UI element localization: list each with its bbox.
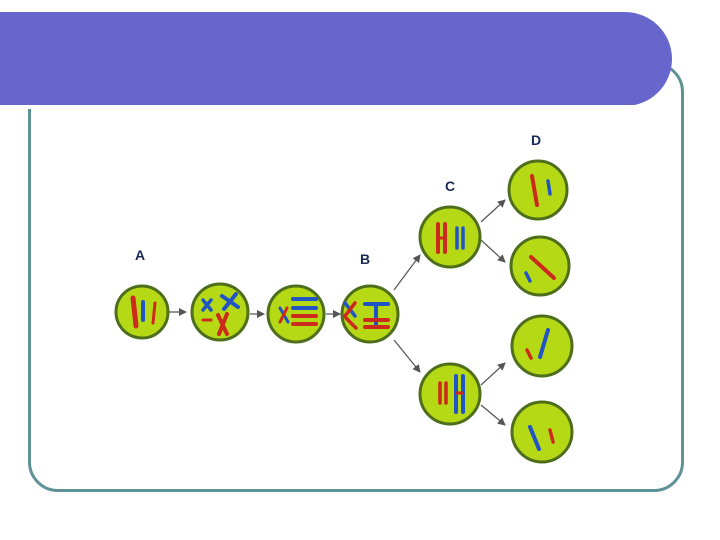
cell-c-bottom xyxy=(418,362,482,426)
cell-d-3 xyxy=(510,314,574,378)
cell-a-prophase xyxy=(114,284,170,340)
chromosome-red xyxy=(130,295,139,329)
label-d: D xyxy=(531,132,541,148)
label-c: C xyxy=(445,178,455,194)
arrow-c-top-to-d1 xyxy=(480,199,506,223)
cell-d-4 xyxy=(510,400,574,464)
arrow-b-to-c-top xyxy=(393,254,421,291)
label-b: B xyxy=(360,251,370,267)
arrow-b-to-c-bottom xyxy=(393,339,421,373)
title-underline xyxy=(0,105,640,109)
arrow-c-bottom-to-d4 xyxy=(480,404,506,426)
cell-c-top xyxy=(418,205,482,269)
label-a: A xyxy=(135,247,145,263)
arrow-c-top-to-d2 xyxy=(480,239,506,263)
slide-frame xyxy=(28,62,684,492)
cell-d-2 xyxy=(509,235,571,297)
cell-d-1 xyxy=(507,159,569,221)
cell-metaphase xyxy=(266,284,326,344)
cell-b xyxy=(340,284,400,344)
chromosome-red xyxy=(151,301,157,325)
arrow-c-bottom-to-d3 xyxy=(480,362,506,386)
cell-prophase-2 xyxy=(190,282,250,342)
title-banner xyxy=(0,12,672,109)
